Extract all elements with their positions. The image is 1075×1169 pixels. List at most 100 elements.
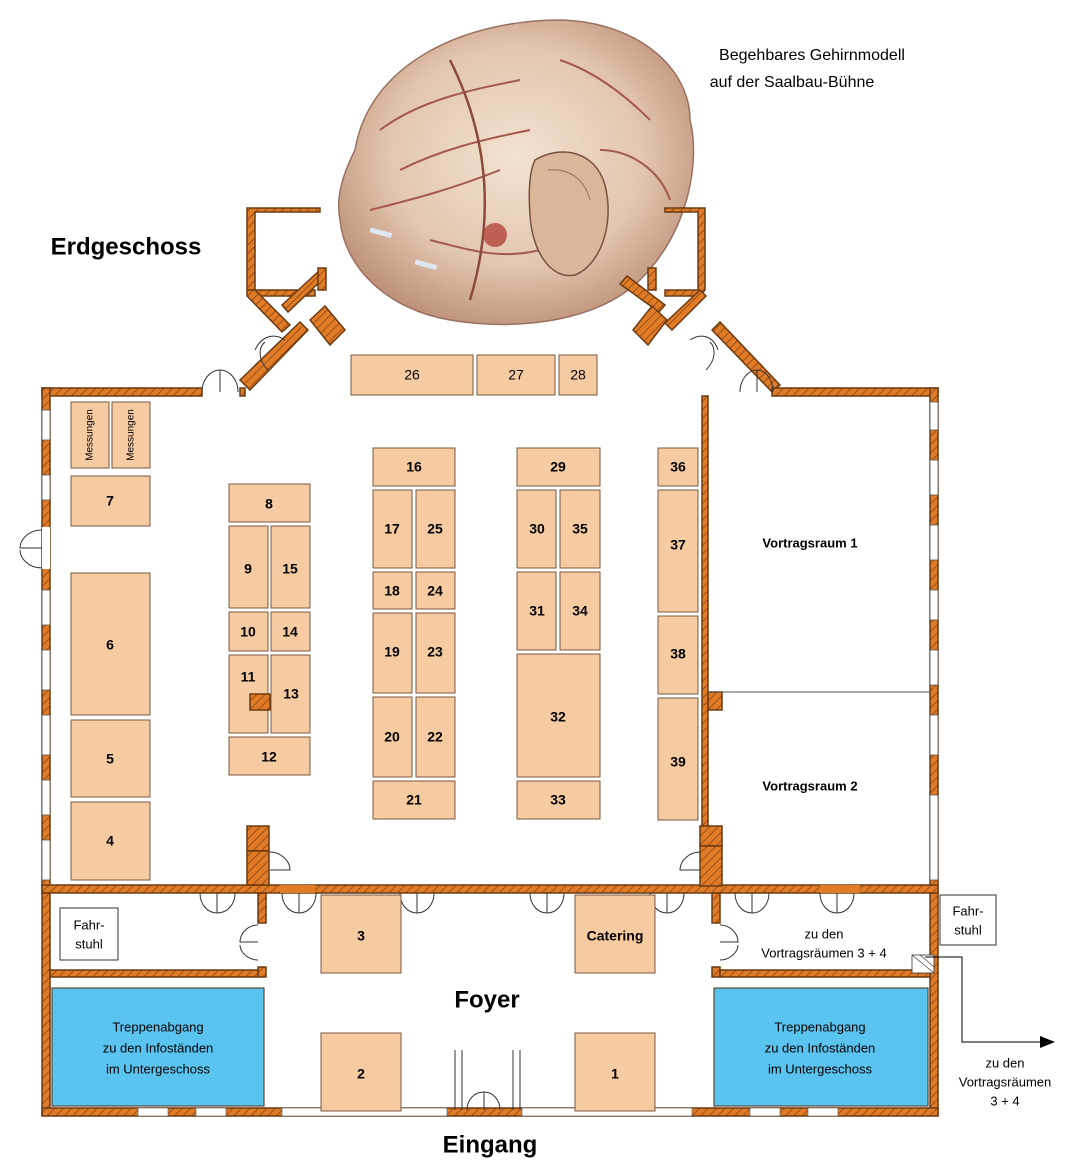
booth-28 — [558, 354, 598, 396]
floor-title: Erdgeschoss — [51, 233, 202, 260]
booth-17 — [372, 489, 413, 569]
booth-30 — [516, 489, 557, 569]
stairs-left-text: zu den Infoständen — [103, 1040, 214, 1055]
stairs-right-text: Treppenabgang — [774, 1019, 865, 1034]
booth-label: 22 — [427, 729, 443, 745]
booth-label: 34 — [572, 603, 588, 619]
booth-label: 1 — [611, 1066, 619, 1082]
stairs-right — [713, 987, 929, 1107]
booth-label: 32 — [550, 709, 566, 725]
stairs-left — [51, 987, 265, 1107]
booth-label: 17 — [384, 521, 400, 537]
booth-20 — [372, 696, 413, 778]
booth-label: 26 — [404, 367, 420, 383]
booth-39 — [657, 697, 699, 821]
booth-label: 36 — [670, 459, 686, 475]
booth-label: 31 — [529, 603, 545, 619]
booth-12 — [228, 736, 311, 776]
booth-23 — [415, 612, 456, 694]
area-labels: Erdgeschoss Begehbares Gehirnmodell auf … — [51, 47, 1052, 1158]
foyer-label: Foyer — [454, 986, 519, 1013]
booth-35 — [559, 489, 601, 569]
booth-label: 9 — [244, 561, 252, 577]
booth-labels: 26 27 28 Messungen Messungen 7 6 5 4 8 9… — [85, 367, 686, 1082]
doors — [201, 335, 930, 871]
booth-label: 4 — [106, 833, 114, 849]
stairs-right-text: im Untergeschoss — [768, 1061, 873, 1076]
booth-13 — [270, 654, 311, 734]
booth-5 — [70, 719, 151, 798]
main-hall-walls — [41, 387, 939, 894]
catering-label: Catering — [587, 928, 644, 944]
booth-label: 30 — [529, 521, 545, 537]
booth-7 — [70, 475, 151, 527]
booth-label: 7 — [106, 493, 114, 509]
booth-label: 21 — [406, 792, 422, 808]
booth-label: 10 — [240, 624, 256, 640]
booth-36 — [657, 447, 699, 487]
booth-33 — [516, 780, 601, 820]
brain-caption-line1: Begehbares Gehirnmodell — [719, 47, 905, 64]
entrance-label: Eingang — [443, 1131, 538, 1158]
booth-label: 24 — [427, 583, 443, 599]
booth-label: 29 — [550, 459, 566, 475]
stairs-left-text: im Untergeschoss — [106, 1061, 211, 1076]
booth-label: 14 — [282, 624, 298, 640]
booth-22 — [415, 696, 456, 778]
arrow-head — [1040, 1036, 1055, 1048]
booth-catering — [574, 894, 656, 974]
booth-24 — [415, 571, 456, 610]
booth-10 — [228, 611, 269, 652]
brain-caption-line2: auf der Saalbau-Bühne — [710, 74, 875, 91]
booth-2 — [320, 1032, 402, 1112]
elevator-right-label: stuhl — [954, 922, 982, 937]
booth-label: 20 — [384, 729, 400, 745]
booth-label: 37 — [670, 537, 686, 553]
booth-34 — [559, 571, 601, 651]
booth-14 — [270, 611, 311, 652]
booth-label: 28 — [570, 367, 586, 383]
booth-label: 2 — [357, 1066, 365, 1082]
brain-model-image — [337, 19, 695, 326]
booth-label: 33 — [550, 792, 566, 808]
to-rooms-outer: zu den — [985, 1055, 1024, 1070]
to-rooms-outer: 3 + 4 — [990, 1093, 1019, 1108]
booth-26 — [350, 354, 474, 396]
elevator-right — [939, 894, 997, 946]
to-rooms-outer: Vortragsräumen — [959, 1074, 1052, 1089]
to-rooms-inner: Vortragsräumen 3 + 4 — [761, 945, 886, 960]
booths — [70, 354, 699, 1112]
stairs-left-text: Treppenabgang — [112, 1019, 203, 1034]
lecture-room-1: Vortragsraum 1 — [762, 535, 857, 550]
arrow-to-rooms — [925, 956, 1040, 1043]
booth-25 — [415, 489, 456, 569]
measure-label: Messungen — [85, 409, 96, 461]
booth-32 — [516, 653, 601, 778]
booth-31 — [516, 571, 557, 651]
booth-6 — [70, 572, 151, 716]
booth-19 — [372, 612, 413, 694]
booth-label: 38 — [670, 646, 686, 662]
elevator-right-label: Fahr- — [952, 903, 983, 918]
elevator-left-label: stuhl — [75, 936, 103, 951]
booth-label: 11 — [241, 669, 256, 685]
booth-label: 19 — [384, 644, 400, 660]
booth-label: 35 — [572, 521, 588, 537]
booth-label: 13 — [283, 686, 299, 702]
booth-21 — [372, 780, 456, 820]
elevator-left — [59, 907, 119, 961]
booth-18 — [372, 571, 413, 610]
stairs-right-text: zu den Infoständen — [765, 1040, 876, 1055]
booth-label: 18 — [384, 583, 400, 599]
booth-label: 23 — [427, 644, 443, 660]
booth-label: 3 — [357, 928, 365, 944]
booth-37 — [657, 489, 699, 613]
booth-label: 12 — [261, 749, 277, 765]
stage-walls — [238, 207, 782, 394]
windows — [19, 401, 939, 881]
to-rooms-inner: zu den — [804, 926, 843, 941]
booth-label: 39 — [670, 754, 686, 770]
foyer-walls — [41, 885, 939, 1117]
measure-label: Messungen — [126, 409, 137, 461]
booth-16 — [372, 447, 456, 487]
